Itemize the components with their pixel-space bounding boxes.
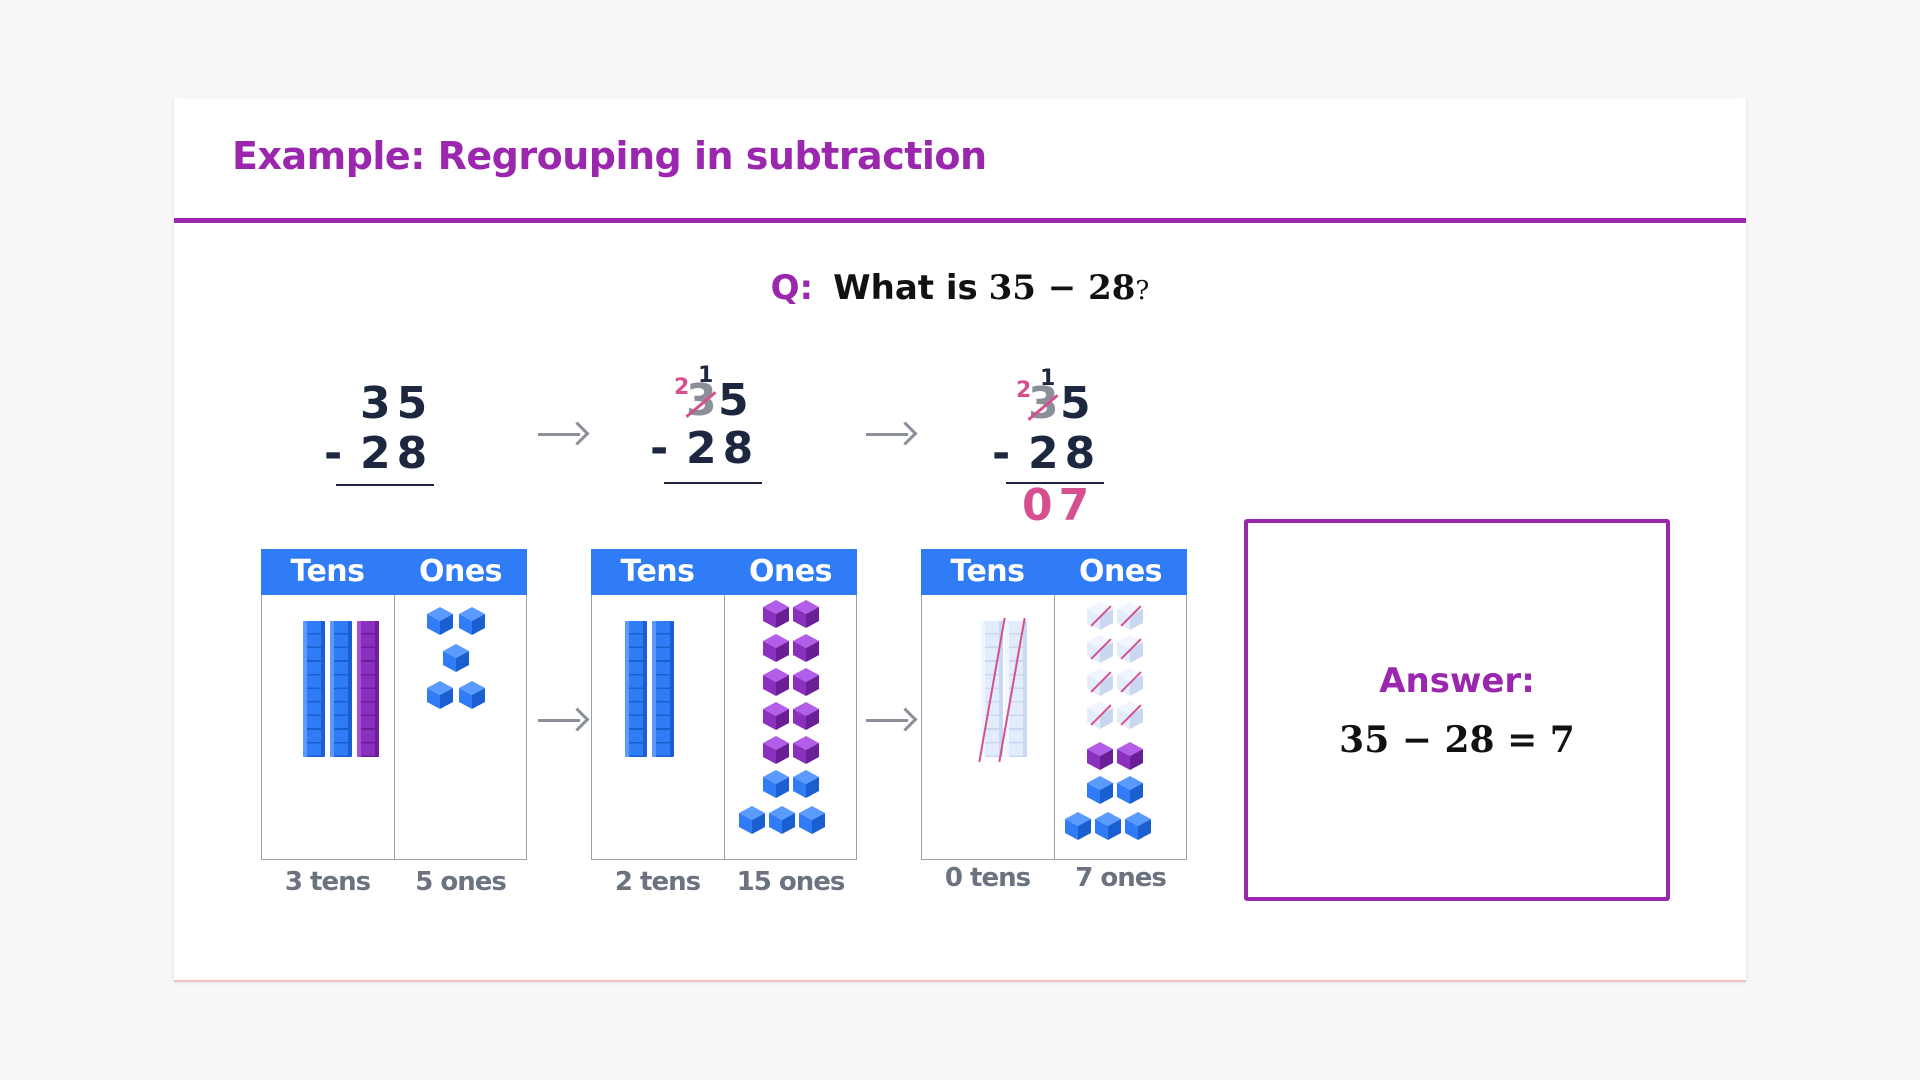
ones-header: Ones [418,554,503,589]
ones-cube-icon [425,606,455,636]
slide-card: Example: Regrouping in subtraction Q: Wha… [174,98,1746,982]
arrow-right-icon [538,421,590,446]
ones-cube-icon [1093,811,1123,841]
title-divider [174,218,1746,223]
ones-cube-icon [791,599,821,629]
ones-caption: 5 ones [415,867,507,897]
table-header: Tens Ones [591,549,857,595]
card-bottom-border [174,980,1746,982]
tens-rod-icon [303,621,325,757]
step-2-carry: 1 [698,363,714,388]
question-expression: 35 − 28 [988,268,1136,308]
arrow-right-icon [538,707,590,732]
question-mark: ? [1135,276,1150,306]
arrow-right-icon [866,421,918,446]
tens-header: Tens [620,554,695,589]
step-3-minus: - [992,428,1017,479]
ones-cube-icon [761,735,791,765]
step-2-top-ones: 5 [718,375,755,426]
ones-cube-icon [1063,811,1093,841]
table-divider [724,595,725,860]
table-divider [394,595,395,860]
ones-cube-icon [1115,741,1145,771]
ones-cube-icon [761,599,791,629]
ones-cube-icon [1123,811,1153,841]
place-value-table-3: Tens Ones 0 tens 7 ones [921,549,1187,893]
tens-rod-icon [330,621,352,757]
ones-cube-icon [441,643,471,673]
tens-caption: 0 tens [944,863,1031,893]
answer-label: Answer: [1379,661,1535,701]
tens-rod-icon [1005,621,1027,757]
tens-rod-icon [625,621,647,757]
ones-cube-icon [1115,667,1145,697]
place-value-table-2: Tens Ones 2 tens 15 ones [591,549,857,897]
ones-caption: 7 ones [1075,863,1167,893]
ones-cube-icon [791,667,821,697]
question: Q: What is 35 − 28? [174,268,1746,308]
slide-title: Example: Regrouping in subtraction [232,134,987,178]
ones-cube-icon [761,701,791,731]
ones-cube-icon [457,606,487,636]
ones-header: Ones [1078,554,1163,589]
step-2-bottom: 28 [686,423,760,474]
step-2-regroup-tens: 2 [674,375,690,400]
table-divider [1054,595,1055,860]
step-3-top-ones: 5 [1060,378,1097,429]
ones-cube-icon [1085,775,1115,805]
ones-cube-icon [1085,667,1115,697]
step-1-bottom: 28 [360,428,434,479]
step-3-bottom: 28 [1028,428,1102,479]
tens-caption: 3 tens [284,867,371,897]
step-1-minus: - [324,428,349,479]
ones-cube-icon [761,633,791,663]
step-1-rule [336,484,434,486]
question-label: Q: [770,268,814,308]
arrow-right-icon [866,707,918,732]
ones-cube-icon [791,735,821,765]
ones-cube-icon [737,805,767,835]
ones-cube-icon [761,769,791,799]
ones-cube-icon [767,805,797,835]
ones-cube-icon [791,633,821,663]
ones-cube-icon [425,680,455,710]
table-header: Tens Ones [921,549,1187,595]
ones-caption: 15 ones [736,867,846,897]
ones-cube-icon [1115,775,1145,805]
step-3-regroup-tens: 2 [1016,378,1032,403]
subtraction-step-2: 2 1 3 5 - 28 [650,363,790,503]
ones-cube-icon [791,769,821,799]
ones-cube-icon [1085,741,1115,771]
answer-equation: 35 − 28 = 7 [1339,719,1575,761]
ones-cube-icon [797,805,827,835]
step-1-top: 35 [360,378,434,429]
tens-caption: 2 tens [614,867,701,897]
step-2-minus: - [650,423,675,474]
step-2-rule [664,482,762,484]
step-3-result: 07 [1022,480,1096,531]
tens-header: Tens [290,554,365,589]
question-text: What is [833,268,978,308]
tens-header: Tens [950,554,1025,589]
ones-cube-icon [761,667,791,697]
ones-header: Ones [748,554,833,589]
place-value-table-1: Tens Ones 3 tens 5 ones [261,549,527,897]
ones-cube-icon [457,680,487,710]
ones-cube-icon [791,701,821,731]
step-3-carry: 1 [1040,366,1056,391]
tens-rod-icon [652,621,674,757]
step-3-rule [1006,482,1104,484]
table-header: Tens Ones [261,549,527,595]
subtraction-step-3: 2 1 3 5 - 28 07 [992,366,1132,546]
subtraction-step-1: 35 - 28 [324,378,464,498]
tens-rod-icon [357,621,379,757]
answer-box: Answer: 35 − 28 = 7 [1244,519,1670,901]
